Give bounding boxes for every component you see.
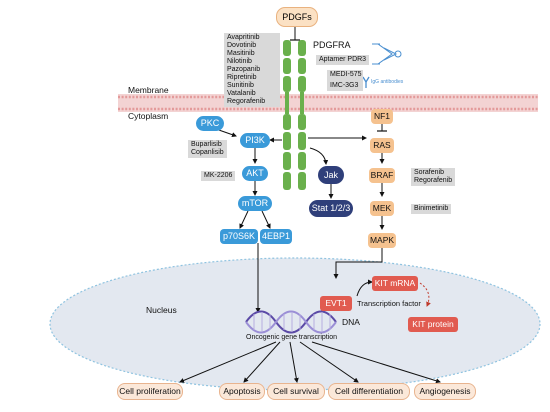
antibody-list: MEDI-575 IMC-3G3	[327, 70, 363, 91]
receptor-inhibitor-list: Avapritinib Dovotinib Masitinib Nilotini…	[224, 33, 280, 107]
mek-node: MEK	[370, 201, 394, 216]
right-pathway-arrows	[308, 124, 387, 279]
outcome-cell-survival: Cell survival	[267, 383, 325, 400]
mek-inhibitor-label: Binimetinib	[411, 204, 452, 214]
dna-label: DNA	[342, 317, 360, 327]
aptamer-icon	[372, 43, 402, 65]
mapk-node: MAPK	[368, 233, 396, 248]
antibody-caption: IgG antibodies	[371, 79, 404, 85]
outcome-cell-differentiation: Cell differentiation	[328, 383, 410, 400]
inhibitor-drug: Avapritinib	[227, 34, 260, 41]
nucleus-label: Nucleus	[146, 305, 177, 315]
receptor-label: PDGFRA	[313, 40, 351, 50]
pdgfs-ligand: PDGFs	[276, 7, 318, 27]
akt-inhibitor-label: MK-2206	[201, 171, 236, 181]
evt1-node: EVT1	[320, 296, 352, 311]
pi3k-inhibitor-list: Buparlisib Copanlisib	[188, 140, 227, 158]
outcome-apoptosis: Apoptosis	[219, 383, 265, 400]
nf1-node: NF1	[371, 109, 393, 124]
outcome-cell-proliferation: Cell proliferation	[117, 383, 183, 400]
ras-node: RAS	[370, 138, 394, 153]
inhibitor-drug: Buparlisib	[191, 141, 222, 148]
stat-node: Stat 1/2/3	[309, 200, 353, 217]
gene-transcription-label: Oncogenic gene transcription	[246, 334, 338, 341]
inhibitor-drug: Sunitinib	[227, 82, 254, 89]
braf-node: BRAF	[369, 168, 395, 183]
inhibitor-drug: Copanlisib	[191, 149, 224, 156]
inhibitor-drug: Regorafenib	[414, 177, 453, 184]
center-pathway-arrows	[309, 147, 334, 199]
kit-protein-node: KIT protein	[408, 317, 458, 332]
antibody-drug: MEDI-575	[330, 71, 362, 78]
inhibitor-drug: Masitinib	[227, 50, 255, 57]
ligand-inhibition-line	[290, 26, 300, 41]
cytoplasm-label: Cytoplasm	[128, 111, 169, 121]
braf-inhibitor-list: Sorafenib Regorafenib	[411, 168, 456, 186]
inhibitor-drug: Vatalanib	[227, 90, 256, 97]
antibody-icon	[362, 76, 370, 88]
akt-node: AKT	[242, 166, 268, 181]
nucleus-arrows	[179, 279, 441, 384]
pi3k-node: PI3K	[240, 133, 270, 148]
aptamer-label: Aptamer PDR3	[316, 55, 370, 65]
inhibitor-drug: Regorafenib	[227, 98, 266, 105]
cell-membrane	[118, 94, 538, 112]
inhibitor-drug: Sorafenib	[414, 169, 444, 176]
pkc-node: PKC	[196, 116, 224, 131]
4ebp1-node: 4EBP1	[260, 229, 292, 244]
outcome-angiogenesis: Angiogenesis	[414, 383, 476, 400]
transcription-factor-label: Transcription factor	[357, 299, 421, 308]
pdgfra-receptor	[283, 40, 306, 190]
inhibitor-drug: Dovotinib	[227, 42, 257, 49]
p70s6k-node: p70S6K	[220, 229, 258, 244]
inhibitor-drug: Pazopanib	[227, 66, 261, 73]
inhibitor-drug: Nilotinib	[227, 58, 252, 65]
dna-helix-icon	[245, 310, 337, 334]
inhibitor-drug: Ripretinib	[227, 74, 257, 81]
jak-node: Jak	[318, 166, 344, 184]
kit-mrna-node: KIT mRNA	[372, 276, 418, 291]
mtor-node: mTOR	[238, 196, 272, 211]
membrane-label: Membrane	[128, 85, 169, 95]
antibody-drug: IMC-3G3	[330, 82, 359, 89]
